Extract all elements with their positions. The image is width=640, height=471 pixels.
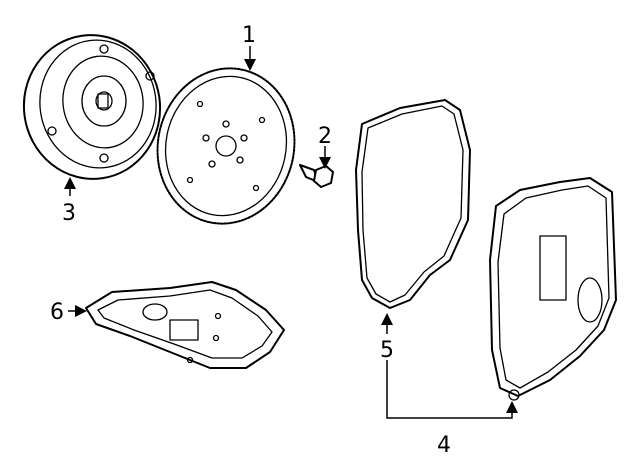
flexplate[interactable] [143,56,308,237]
torque-converter[interactable] [15,26,170,188]
leader-4 [386,360,518,419]
transmission-pan[interactable] [489,177,617,401]
leader-lines [64,46,518,419]
pan-gasket[interactable] [355,99,471,309]
callout-1: 1 [242,23,256,48]
callout-5: 5 [380,338,394,363]
callout-6: 6 [50,300,64,325]
callout-3: 3 [62,201,76,226]
filter[interactable] [85,281,285,369]
flexplate-bolt[interactable] [299,164,334,188]
callout-4: 4 [437,433,451,458]
callout-2: 2 [318,124,332,149]
